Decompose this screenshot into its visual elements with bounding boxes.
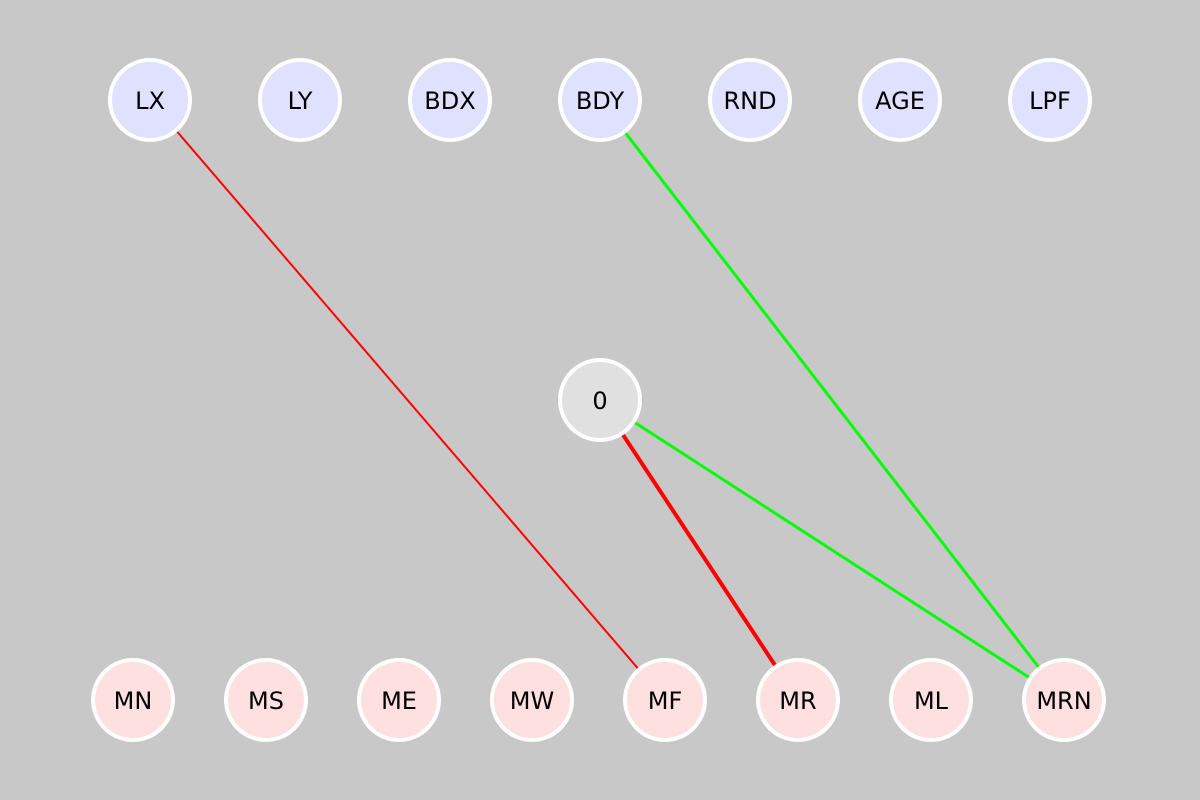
node-circle [623, 658, 707, 742]
output-node-mr: MR [756, 658, 840, 742]
node-circle [258, 58, 342, 142]
input-node-rnd: RND [708, 58, 792, 142]
node-label: ME [381, 687, 417, 715]
node-label: RND [723, 87, 776, 115]
node-label: LX [135, 87, 165, 115]
node-circle [756, 658, 840, 742]
output-node-mw: MW [490, 658, 574, 742]
connection-bdy-mrn [598, 99, 1066, 701]
node-circle [224, 658, 308, 742]
nodes: 0 LX LY BDX BDY RND AGE LPF MN MS ME MW MF MR ML MRN [91, 58, 1106, 742]
node-circle [91, 658, 175, 742]
node-circle [108, 58, 192, 142]
node-circle [558, 58, 642, 142]
connection-lx-mf [149, 99, 666, 701]
node-circle [558, 358, 642, 442]
node-label: MS [248, 687, 284, 715]
input-node-bdy: BDY [558, 58, 642, 142]
node-circle [708, 58, 792, 142]
input-node-lpf: LPF [1008, 58, 1092, 142]
node-label: AGE [875, 87, 925, 115]
node-circle [490, 658, 574, 742]
output-node-ml: ML [889, 658, 973, 742]
hidden-node-0: 0 [558, 358, 642, 442]
output-node-mf: MF [623, 658, 707, 742]
node-label: LY [288, 87, 313, 115]
node-label: ML [914, 687, 949, 715]
output-node-ms: MS [224, 658, 308, 742]
node-label: BDX [424, 87, 475, 115]
node-circle [889, 658, 973, 742]
node-label: MRN [1036, 687, 1091, 715]
node-label: MF [648, 687, 683, 715]
connections [149, 99, 1066, 702]
node-label: LPF [1029, 87, 1071, 115]
node-circle [858, 58, 942, 142]
node-label: MR [779, 687, 816, 715]
input-node-lx: LX [108, 58, 192, 142]
connection-0-mrn [599, 398, 1065, 702]
input-node-age: AGE [858, 58, 942, 142]
output-node-mrn: MRN [1022, 658, 1106, 742]
node-label: BDY [576, 87, 625, 115]
node-circle [408, 58, 492, 142]
node-circle [1022, 658, 1106, 742]
output-node-mn: MN [91, 658, 175, 742]
node-label: 0 [592, 387, 607, 415]
node-label: MN [114, 687, 153, 715]
output-node-me: ME [357, 658, 441, 742]
node-circle [1008, 58, 1092, 142]
node-label: MW [510, 687, 554, 715]
input-node-bdx: BDX [408, 58, 492, 142]
input-node-ly: LY [258, 58, 342, 142]
node-circle [357, 658, 441, 742]
connection-0-mr [598, 398, 800, 702]
